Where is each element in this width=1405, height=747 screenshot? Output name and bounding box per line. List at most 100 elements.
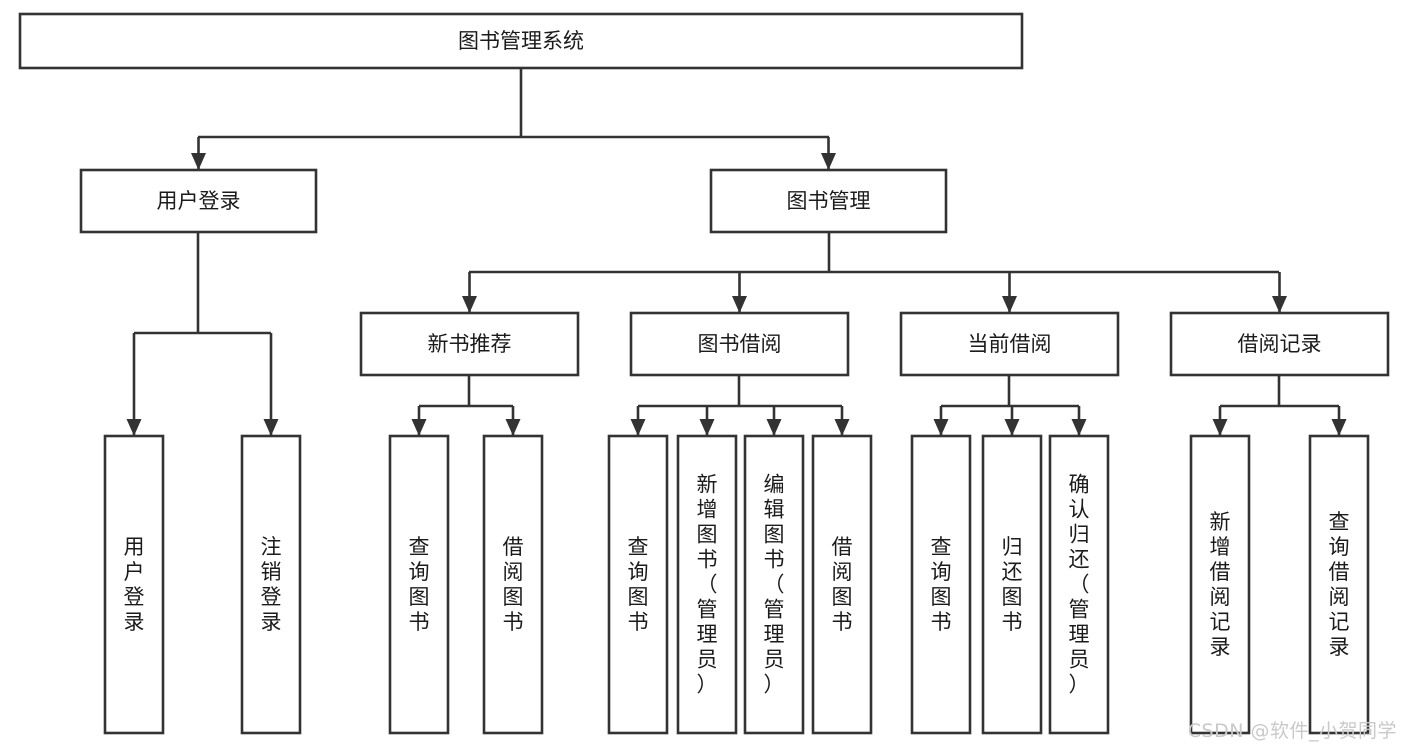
node-box bbox=[629, 311, 850, 377]
edge-n_book_mgmt-to-n_current_borrow bbox=[1002, 272, 1017, 313]
node-label: 图书管理系统 bbox=[458, 29, 584, 53]
node-label: 用户登录 bbox=[124, 535, 145, 634]
connector-new-book-bus bbox=[419, 375, 513, 408]
connectors-layer bbox=[126, 68, 1347, 436]
edge-root-to-n_user_login bbox=[191, 137, 206, 170]
node-box bbox=[676, 434, 738, 735]
arrow-down-icon bbox=[630, 419, 646, 436]
node-l-add-record[interactable]: 新增借阅记录 bbox=[1189, 434, 1251, 735]
node-n-current-borrow[interactable]: 当前借阅 bbox=[899, 311, 1120, 377]
node-l-user-login[interactable]: 用户登录 bbox=[103, 434, 165, 735]
node-box bbox=[1048, 434, 1110, 735]
node-box bbox=[240, 434, 302, 735]
arrow-down-icon bbox=[1272, 296, 1287, 313]
node-label: 新书推荐 bbox=[428, 332, 512, 356]
edge-n_new_book_rec-to-l_borrow_book_1 bbox=[505, 406, 521, 436]
connector-current-borrow-bus bbox=[941, 375, 1079, 408]
arrow-down-icon bbox=[1212, 419, 1228, 436]
node-label: 新增图书（管理员） bbox=[697, 473, 718, 697]
node-box bbox=[482, 434, 544, 735]
node-box bbox=[388, 434, 450, 735]
arrow-down-icon bbox=[505, 419, 521, 436]
edge-n_book_borrow-to-l_borrow_book_2 bbox=[834, 406, 850, 436]
node-l-query-book-2[interactable]: 查询图书 bbox=[607, 434, 669, 735]
connector-user-login-bus bbox=[134, 232, 271, 335]
node-label: 当前借阅 bbox=[968, 332, 1052, 356]
connector-borrow-record-bus bbox=[1220, 375, 1339, 408]
arrow-down-icon bbox=[699, 419, 715, 436]
node-label: 图书管理 bbox=[787, 189, 871, 213]
arrow-down-icon bbox=[933, 419, 949, 436]
edge-n_new_book_rec-to-l_query_book_1 bbox=[411, 406, 427, 436]
arrow-down-icon bbox=[411, 419, 427, 436]
connector-book-borrow-bus bbox=[638, 375, 842, 408]
node-box bbox=[103, 434, 165, 735]
arrow-down-icon bbox=[834, 419, 850, 436]
nodes-layer: 图书管理系统用户登录图书管理新书推荐图书借阅当前借阅借阅记录用户登录注销登录查询… bbox=[18, 12, 1390, 735]
arrow-down-icon bbox=[462, 296, 477, 313]
node-box bbox=[981, 434, 1043, 735]
node-root[interactable]: 图书管理系统 bbox=[18, 12, 1024, 70]
edge-n_current_borrow-to-l_confirm_return_admin bbox=[1071, 406, 1087, 436]
node-label: 借阅图书 bbox=[503, 535, 524, 634]
edge-n_book_borrow-to-l_edit_book_admin bbox=[766, 406, 782, 436]
node-label: 确认归还（管理员） bbox=[1069, 473, 1090, 697]
node-l-borrow-book-2[interactable]: 借阅图书 bbox=[811, 434, 873, 735]
arrow-down-icon bbox=[1004, 419, 1020, 436]
node-n-book-borrow[interactable]: 图书借阅 bbox=[629, 311, 850, 377]
arrow-down-icon bbox=[191, 153, 206, 170]
node-l-query-book-1[interactable]: 查询图书 bbox=[388, 434, 450, 735]
node-box bbox=[811, 434, 873, 735]
arrow-down-icon bbox=[1071, 419, 1087, 436]
node-l-return-book[interactable]: 归还图书 bbox=[981, 434, 1043, 735]
node-label: 新增借阅记录 bbox=[1210, 510, 1231, 659]
node-box bbox=[1308, 434, 1370, 735]
node-label: 查询借阅记录 bbox=[1329, 510, 1350, 659]
node-l-logout[interactable]: 注销登录 bbox=[240, 434, 302, 735]
node-box bbox=[18, 12, 1024, 70]
edge-n_book_borrow-to-l_query_book_2 bbox=[630, 406, 646, 436]
arrow-down-icon bbox=[263, 419, 279, 436]
node-l-borrow-book-1[interactable]: 借阅图书 bbox=[482, 434, 544, 735]
arrow-down-icon bbox=[1331, 419, 1347, 436]
edge-n_book_mgmt-to-n_book_borrow bbox=[732, 272, 747, 313]
edge-n_user_login-to-l_logout bbox=[263, 333, 279, 436]
node-label: 用户登录 bbox=[157, 189, 241, 213]
edge-n_book_mgmt-to-n_new_book_rec bbox=[462, 272, 477, 313]
arrow-down-icon bbox=[1002, 296, 1017, 313]
node-box bbox=[1189, 434, 1251, 735]
node-label: 归还图书 bbox=[1002, 535, 1023, 634]
node-l-confirm-return-admin[interactable]: 确认归还（管理员） bbox=[1048, 434, 1110, 735]
node-n-new-book-rec[interactable]: 新书推荐 bbox=[359, 311, 580, 377]
edge-n_current_borrow-to-l_query_book_3 bbox=[933, 406, 949, 436]
node-l-query-record[interactable]: 查询借阅记录 bbox=[1308, 434, 1370, 735]
node-box bbox=[1169, 311, 1390, 377]
node-label: 借阅记录 bbox=[1238, 332, 1322, 356]
connector-book-mgmt-bus bbox=[469, 232, 1279, 274]
node-n-borrow-record[interactable]: 借阅记录 bbox=[1169, 311, 1390, 377]
node-box bbox=[607, 434, 669, 735]
node-n-user-login[interactable]: 用户登录 bbox=[79, 168, 318, 234]
node-label: 查询图书 bbox=[409, 535, 430, 634]
connector-root-bus bbox=[198, 68, 829, 139]
edge-root-to-n_book_mgmt bbox=[821, 137, 836, 170]
node-box bbox=[910, 434, 972, 735]
node-l-add-book-admin[interactable]: 新增图书（管理员） bbox=[676, 434, 738, 735]
edge-n_borrow_record-to-l_query_record bbox=[1331, 406, 1347, 436]
node-l-query-book-3[interactable]: 查询图书 bbox=[910, 434, 972, 735]
edge-n_user_login-to-l_user_login bbox=[126, 333, 142, 436]
edge-n_current_borrow-to-l_return_book bbox=[1004, 406, 1020, 436]
edge-n_book_borrow-to-l_add_book_admin bbox=[699, 406, 715, 436]
node-label: 注销登录 bbox=[261, 535, 282, 634]
node-label: 图书借阅 bbox=[698, 332, 782, 356]
arrow-down-icon bbox=[821, 153, 836, 170]
edge-n_borrow_record-to-l_add_record bbox=[1212, 406, 1228, 436]
csdn-watermark: CSDN @软件_小贺同学 bbox=[1187, 720, 1397, 742]
arrow-down-icon bbox=[766, 419, 782, 436]
node-n-book-mgmt[interactable]: 图书管理 bbox=[709, 168, 948, 234]
node-box bbox=[743, 434, 805, 735]
node-l-edit-book-admin[interactable]: 编辑图书（管理员） bbox=[743, 434, 805, 735]
node-box bbox=[899, 311, 1120, 377]
